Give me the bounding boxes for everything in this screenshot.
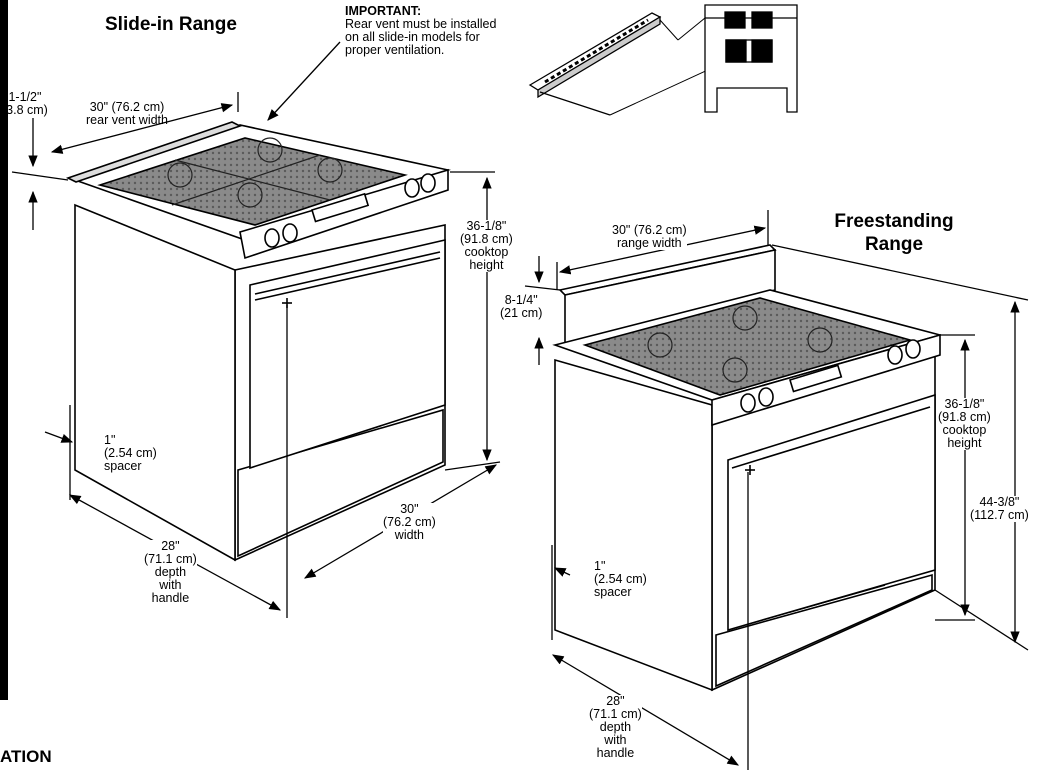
freestanding-range-illustration bbox=[552, 244, 944, 692]
important-line-1: Rear vent must be installed bbox=[345, 17, 497, 31]
slidein-spacer-label: 1" (2.54 cm) spacer bbox=[104, 433, 157, 473]
important-line-2: on all slide-in models for bbox=[345, 30, 480, 44]
slidein-vent-offset-label: 1-1/2" (3.8 cm) bbox=[2, 90, 48, 117]
important-note: IMPORTANT: Rear vent must be installed o… bbox=[345, 5, 496, 57]
freestanding-range-width-label: 30" (76.2 cm) range width bbox=[612, 223, 687, 250]
section-heading-fragment: ATION bbox=[0, 747, 52, 766]
slidein-rear-vent-width-label: 30" (76.2 cm) rear vent width bbox=[86, 100, 168, 127]
freestanding-title: Freestanding Range bbox=[834, 211, 954, 255]
slidein-width-label: 30" (76.2 cm) width bbox=[383, 502, 436, 542]
freestanding-dimension-lines bbox=[524, 210, 1029, 770]
freestanding-overall-height-label: 44-3/8" (112.7 cm) bbox=[970, 495, 1029, 522]
slidein-title: Slide-in Range bbox=[105, 14, 237, 35]
slidein-depth-label: 28" (71.1 cm) depth with handle bbox=[144, 539, 197, 605]
rear-vent-detail bbox=[528, 4, 798, 116]
freestanding-depth-label: 28" (71.1 cm) depth with handle bbox=[589, 694, 642, 760]
page-border-bar bbox=[0, 0, 8, 700]
freestanding-spacer-label: 1" (2.54 cm) spacer bbox=[594, 559, 647, 599]
freestanding-cooktop-height-label: 36-1/8" (91.8 cm) cooktop height bbox=[938, 397, 991, 450]
important-line-3: proper ventilation. bbox=[345, 43, 445, 57]
important-heading: IMPORTANT: bbox=[345, 4, 422, 18]
freestanding-backguard-label: 8-1/4" (21 cm) bbox=[500, 293, 543, 320]
slidein-cooktop-height-label: 36-1/8" (91.8 cm) cooktop height bbox=[460, 219, 513, 272]
slidein-range-illustration bbox=[65, 121, 451, 562]
